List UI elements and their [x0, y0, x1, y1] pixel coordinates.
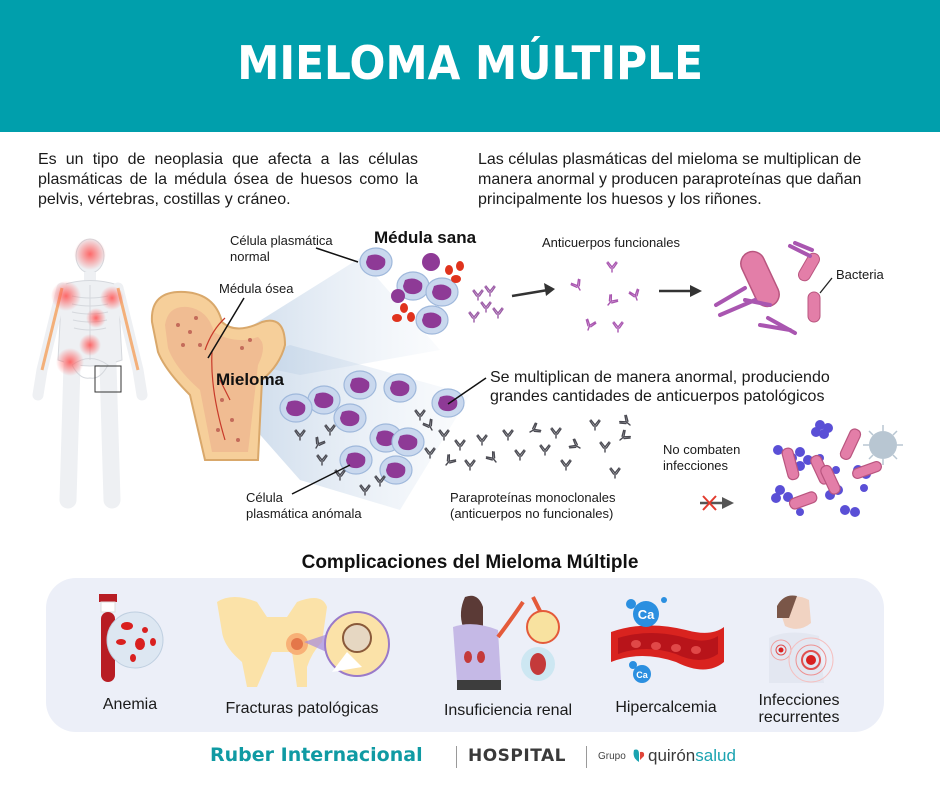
pelvis-fracture-icon: [217, 597, 390, 687]
intro-right-text: Las células plasmáticas del mieloma se m…: [478, 151, 862, 208]
page-title: MIELOMA MÚLTIPLE: [237, 36, 703, 90]
complication-renal: Insuficiencia renal: [428, 592, 588, 722]
myeloma-diagram: [32, 238, 903, 517]
bacteria-icon: [714, 241, 821, 335]
grupo-label: Grupo: [598, 751, 626, 762]
complication-hypercalcemia: Ca Ca Hipercalcemia: [596, 592, 736, 722]
fractures-label: Fracturas patológicas: [225, 700, 379, 717]
kidney-icon: [453, 595, 560, 690]
header-banner: MIELOMA MÚLTIPLE: [0, 0, 940, 132]
human-body-icon: [32, 238, 148, 509]
normal-cell-label: Célula plasmática normal: [230, 233, 333, 264]
ruber-logo: Ruber Internacional: [210, 744, 423, 766]
complication-anemia: Anemia: [80, 592, 180, 722]
quironsalud-logo: quirónsalud: [648, 746, 736, 765]
quiron-heart-icon: [633, 749, 645, 762]
renal-label: Insuficiencia renal: [443, 702, 573, 719]
footer-logos: Ruber Internacional HOSPITAL Grupo quiró…: [0, 744, 940, 774]
sick-person-icon: [769, 595, 834, 683]
functional-antibodies-label: Anticuerpos funcionales: [542, 235, 681, 250]
functional-antibodies-icon: [569, 261, 643, 333]
calcium-symbol-large: Ca: [638, 607, 655, 622]
infections-label: Infecciones recurrentes: [758, 692, 840, 726]
bacteria-label: Bacteria: [836, 267, 884, 282]
healthy-marrow-title: Médula sana: [374, 228, 477, 247]
femur-bone-icon: [150, 290, 287, 461]
no-fight-infections-label: No combaten infecciones: [663, 442, 741, 473]
abnormal-cell-pointer: [291, 464, 351, 495]
normal-cell-pointer: [315, 247, 359, 263]
infection-cluster-icon: [771, 420, 903, 517]
complications-title: Complicaciones del Mieloma Múltiple: [301, 552, 639, 573]
myeloma-title: Mieloma: [216, 370, 285, 389]
hypercalcemia-label: Hipercalcemia: [615, 699, 717, 716]
bone-marrow-pointer: [207, 297, 245, 359]
blood-tube-icon: [99, 594, 164, 682]
abnormal-multiply-label: Se multiplican de manera anormal, produc…: [490, 369, 830, 405]
healthy-cells-icon: [359, 247, 504, 335]
complication-fractures: Fracturas patológicas: [212, 592, 392, 722]
calcium-vessel-icon: Ca Ca: [611, 597, 724, 683]
bone-marrow-label: Médula ósea: [219, 281, 294, 296]
calcium-symbol-small: Ca: [636, 670, 648, 680]
paraproteins-label: Paraproteínas monoclonales (anticuerpos …: [450, 490, 616, 521]
abnormal-cell-label: Célula plasmática anómala: [246, 490, 362, 521]
hospital-logo: HOSPITAL: [468, 746, 566, 766]
complication-infections: Infecciones recurrentes: [744, 588, 854, 728]
blocked-arrow-icon: [700, 495, 734, 511]
logo-divider: [586, 746, 587, 768]
anemia-label: Anemia: [102, 696, 158, 713]
abnormal-multiply-pointer: [447, 377, 487, 405]
intro-left-text: Es un tipo de neoplasia que afecta a las…: [38, 151, 418, 208]
logo-divider: [456, 746, 457, 768]
